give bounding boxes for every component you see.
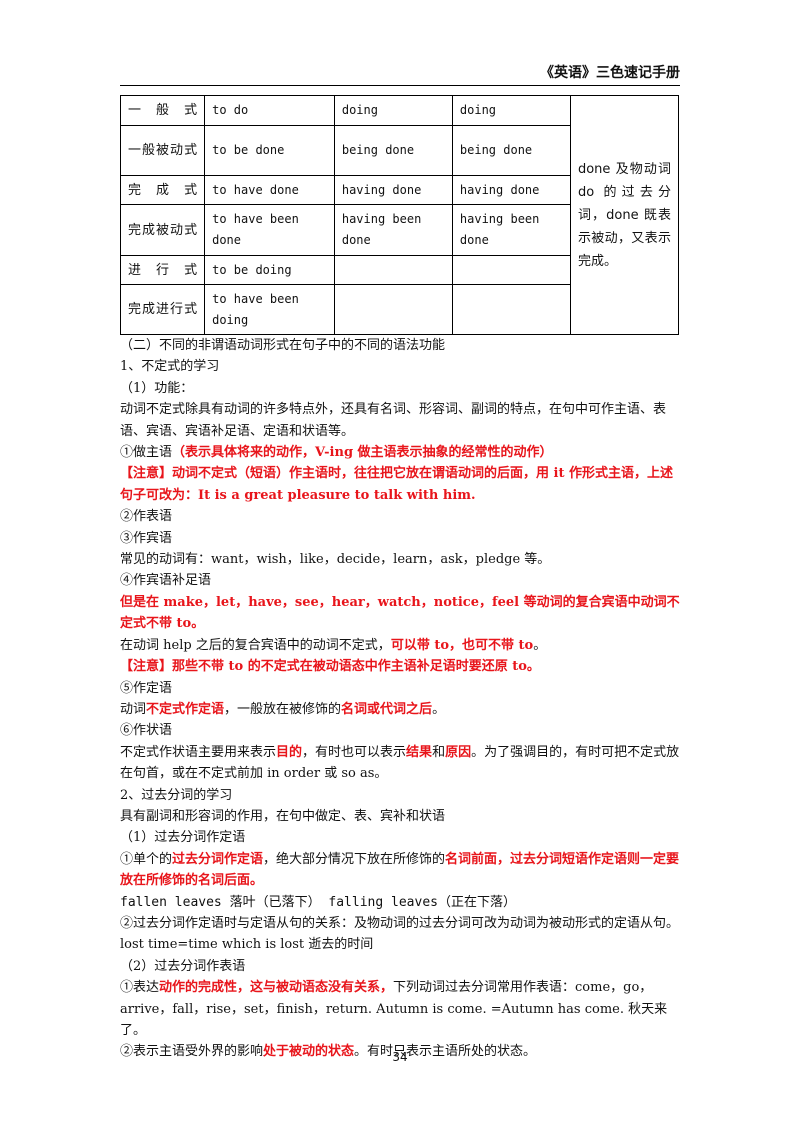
text: ①表达	[120, 980, 160, 996]
item-heading: ③作宾语	[120, 530, 173, 546]
text: 不定式作状语主要用来表示	[120, 744, 277, 760]
table-cell: having been done	[333, 204, 453, 256]
table-cell: doing	[451, 95, 571, 126]
text: 动词	[120, 701, 147, 717]
table-cell: to have done	[204, 175, 335, 205]
table-cell: 一般被动式	[119, 125, 206, 176]
text: 。	[533, 637, 547, 653]
paragraph: ①单个的过去分词作定语，绝大部分情况下放在所修饰的名词前面，过去分词短语作定语则…	[120, 849, 680, 892]
text: ①做主语	[120, 445, 173, 461]
table-cell: having done	[451, 175, 571, 205]
section-heading: （二）不同的非谓语动词形式在句子中的不同的语法功能	[120, 338, 446, 353]
verb-forms-table: 一般式 to do doing doing done 及物动词 do 的过去分词…	[119, 95, 680, 335]
table-cell	[451, 255, 571, 285]
page-header: 《英语》三色速记手册	[540, 65, 680, 81]
text: 。有时只表示主语所处的状态。	[354, 1044, 537, 1060]
table-cell: having done	[333, 175, 453, 205]
item-heading: ②作表语	[120, 509, 173, 525]
table-row: 完成进行式 to have been doing	[119, 284, 679, 335]
paragraph: 具有副词和形容词的作用，在句中做定、表、宾补和状语	[120, 808, 446, 824]
header-rule	[120, 85, 680, 86]
table-cell: to be done	[204, 125, 335, 176]
paragraph: ①做主语（表示具体将来的动作，V-ing 做主语表示抽象的经常性的动作）	[120, 442, 680, 463]
table-cell: being done	[451, 125, 571, 176]
highlight-text: 不定式作定语	[146, 701, 225, 717]
paragraph: 常见的动词有：want，wish，like，decide，learn，ask，p…	[120, 552, 551, 568]
item-heading: （2）过去分词作表语	[120, 958, 246, 974]
highlight-paragraph: 但是在 make，let，have，see，hear，watch，notice，…	[120, 594, 680, 632]
table-cell: doing	[333, 95, 453, 126]
example-line: fallen leaves 落叶（已落下） falling leaves（正在下…	[120, 894, 516, 910]
table-cell	[451, 284, 571, 335]
body-text: （二）不同的非谓语动词形式在句子中的不同的语法功能 1、不定式的学习 （1）功能…	[120, 335, 680, 1063]
item-heading: ⑤作定语	[120, 680, 173, 696]
paragraph: ②过去分词作定语时与定语从句的关系：及物动词的过去分词可改为动词为被动形式的定语…	[120, 915, 680, 953]
item-heading: （1）过去分词作定语	[120, 830, 246, 846]
table-cell: to do	[204, 95, 335, 126]
table-cell	[333, 284, 453, 335]
table-cell: 完成被动式	[119, 204, 206, 256]
table-cell: 完成式	[119, 175, 206, 205]
text: 。为了强调目的，有时可把不定式放在句首，或在不定式前加 in order 或 s…	[120, 744, 680, 782]
table-cell: 一般式	[119, 95, 206, 126]
note-paragraph: 【注意】那些不带 to 的不定式在被动语态中作主语补足语时要还原 to。	[120, 659, 540, 675]
paragraph: 动词不定式除具有动词的许多特点外，还具有名词、形容词、副词的特点，在句中可作主语…	[120, 402, 667, 439]
highlight-text: 过去分词作定语	[172, 851, 264, 867]
subsection-heading: 2、过去分词的学习	[120, 787, 233, 803]
paragraph: 动词不定式作定语，一般放在被修饰的名词或代词之后。	[120, 699, 680, 720]
table-note-cell: done 及物动词 do 的过去分词，done 既表示被动，又表示完成。	[569, 95, 680, 335]
paragraph: ①表达动作的完成性，这与被动语态没有关系，下列动词过去分词常用作表语：come，…	[120, 977, 680, 1041]
table-row: 进行式 to be doing	[119, 255, 679, 285]
table-cell: 完成进行式	[119, 284, 206, 335]
table-cell: to have been doing	[204, 284, 335, 335]
text: 下列动词过去分词常用作表语：come，go，arrive，fall，rise，s…	[120, 980, 668, 1038]
table-cell: to have been done	[204, 204, 335, 256]
item-heading: （1）功能：	[120, 380, 194, 396]
highlight-text: 动作的完成性，这与被动语态没有关系，	[159, 980, 394, 996]
text: ，一般放在被修饰的	[224, 701, 342, 717]
table-row: 完成被动式 to have been done having been done…	[119, 204, 679, 256]
text: ，有时也可以表示	[302, 744, 407, 760]
paragraph: 不定式作状语主要用来表示目的，有时也可以表示结果和原因。为了强调目的，有时可把不…	[120, 742, 680, 785]
subsection-heading: 1、不定式的学习	[120, 359, 220, 375]
highlight-text: 原因	[445, 744, 472, 760]
table-row: 一般被动式 to be done being done being done	[119, 125, 679, 176]
text: 在动词 help 之后的复合宾语中的动词不定式，	[120, 637, 391, 653]
highlight-text: 目的	[276, 744, 303, 760]
item-heading: ⑥作状语	[120, 723, 173, 739]
text: ，绝大部分情况下放在所修饰的	[263, 851, 446, 867]
table-cell: being done	[333, 125, 453, 176]
paragraph: 在动词 help 之后的复合宾语中的动词不定式，可以带 to，也可不带 to。	[120, 635, 680, 656]
table-cell: having been done	[451, 204, 571, 256]
table-row: 完成式 to have done having done having done	[119, 175, 679, 205]
highlight-text: 名词前面，过去分词短语作定语则一定要放在所修饰的名词后面。	[120, 851, 680, 889]
page-number: 34	[392, 1050, 408, 1064]
table-cell: to be doing	[204, 255, 335, 285]
highlight-text: 名词或代词之后	[341, 701, 433, 717]
text: ①单个的	[120, 851, 173, 867]
text: 和	[432, 744, 446, 760]
highlight-text: 结果	[406, 744, 433, 760]
table-cell: 进行式	[119, 255, 206, 285]
text: ②表示主语受外界的影响	[120, 1044, 264, 1060]
table-cell	[333, 255, 453, 285]
table-row: 一般式 to do doing doing done 及物动词 do 的过去分词…	[119, 95, 680, 335]
highlight-text: 处于被动的状态	[263, 1044, 355, 1060]
note-paragraph: 【注意】动词不定式（短语）作主语时，往往把它放在谓语动词的后面，用 it 作形式…	[120, 466, 673, 503]
highlight-text: （表示具体将来的动作，V-ing 做主语表示抽象的经常性的动作）	[172, 445, 553, 461]
highlight-text: 可以带 to，也可不带 to	[390, 637, 534, 653]
text: 。	[432, 701, 446, 717]
item-heading: ④作宾语补足语	[120, 573, 212, 589]
paragraph: ②表示主语受外界的影响处于被动的状态。有时只表示主语所处的状态。	[120, 1041, 680, 1062]
